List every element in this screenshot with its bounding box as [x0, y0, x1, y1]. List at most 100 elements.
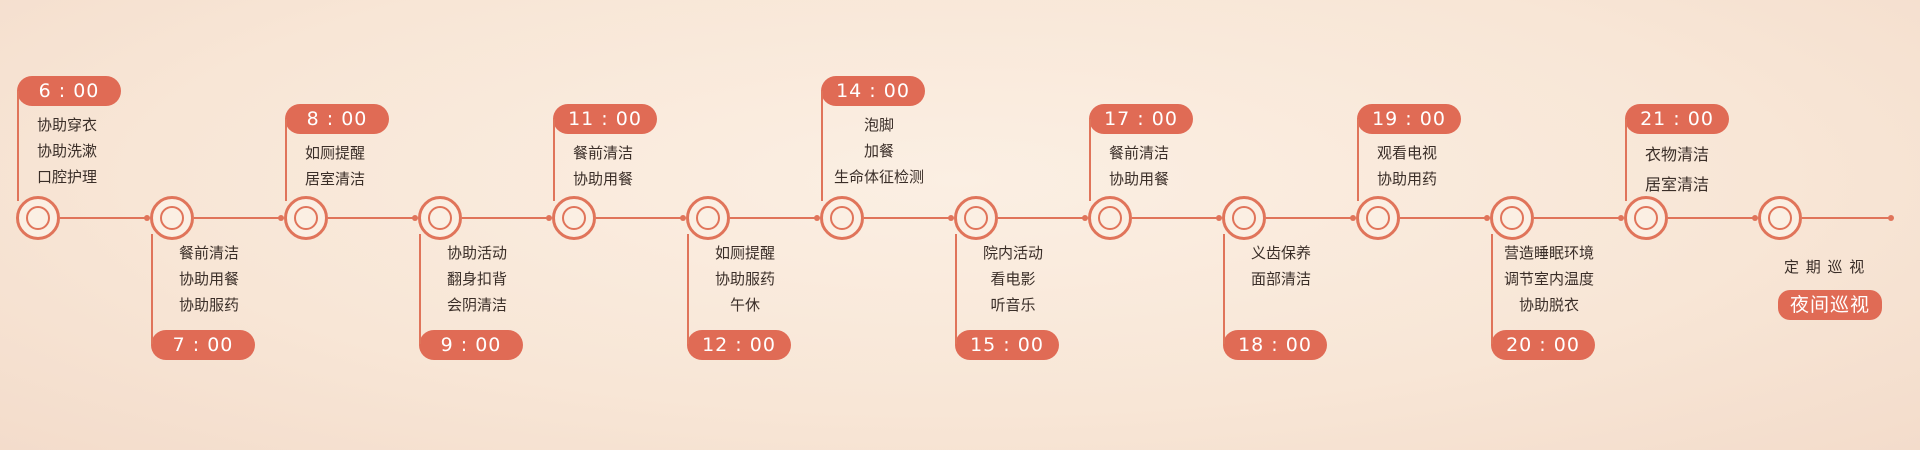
task-item: 餐前清洁 [1109, 144, 1170, 162]
timeline-connector [1491, 234, 1493, 344]
task-list: 如厕提醒协助服药午休 [693, 240, 797, 318]
task-list: 衣物清洁居室清洁 [1645, 140, 1709, 200]
timeline-connector [1400, 217, 1486, 219]
time-node [686, 196, 730, 240]
timeline-connector [864, 217, 950, 219]
task-item: 调节室内温度 [1503, 270, 1594, 288]
time-node [1490, 196, 1534, 240]
task-item: 协助服药 [178, 296, 239, 314]
connector-dot [1888, 215, 1894, 221]
task-item: 协助活动 [446, 244, 507, 262]
task-list: 营造睡眠环境调节室内温度协助脱衣 [1497, 240, 1601, 318]
connector-dot [680, 215, 686, 221]
time-badge: 9 : 00 [419, 330, 523, 360]
connector-dot [144, 215, 150, 221]
task-list: 餐前清洁协助用餐 [1109, 140, 1169, 192]
task-item: 餐前清洁 [573, 144, 634, 162]
timeline-connector [1534, 217, 1620, 219]
task-item: 餐前清洁 [178, 244, 239, 262]
task-list: 泡脚加餐生命体征检测 [827, 112, 931, 190]
time-node [1758, 196, 1802, 240]
timeline-connector [1357, 119, 1359, 201]
timeline-connector [1223, 234, 1225, 344]
timeline-connector [1132, 217, 1218, 219]
task-item: 营造睡眠环境 [1503, 244, 1594, 262]
task-item: 口腔护理 [37, 168, 98, 186]
timeline-connector [1625, 119, 1627, 201]
task-item: 院内活动 [982, 244, 1043, 262]
time-node [552, 196, 596, 240]
time-node [150, 196, 194, 240]
connector-dot [1216, 215, 1222, 221]
time-badge: 15 : 00 [955, 330, 1059, 360]
connector-dot [1350, 215, 1356, 221]
connector-dot [814, 215, 820, 221]
timeline-connector [1668, 217, 1754, 219]
task-item: 协助脱衣 [1518, 296, 1579, 314]
task-item: 居室清洁 [305, 170, 366, 188]
task-item: 协助洗漱 [37, 142, 98, 160]
task-item: 午休 [729, 296, 760, 314]
connector-dot [278, 215, 284, 221]
task-item: 听音乐 [990, 296, 1036, 314]
task-item: 协助用药 [1377, 170, 1438, 188]
timeline-connector [60, 217, 146, 219]
time-badge: 6 : 00 [17, 76, 121, 106]
task-item: 定 期 巡 视 [1784, 258, 1866, 276]
time-node [820, 196, 864, 240]
connector-dot [1484, 215, 1490, 221]
task-item: 观看电视 [1377, 144, 1438, 162]
time-badge: 19 : 00 [1357, 104, 1461, 134]
time-node [1356, 196, 1400, 240]
timeline-connector [687, 234, 689, 344]
timeline-connector [285, 119, 287, 201]
timeline-connector [419, 234, 421, 344]
task-list: 协助穿衣协助洗漱口腔护理 [37, 112, 97, 190]
task-list: 如厕提醒居室清洁 [305, 140, 365, 192]
task-list: 义齿保养面部清洁 [1229, 240, 1333, 292]
time-badge: 20 : 00 [1491, 330, 1595, 360]
task-item: 面部清洁 [1250, 270, 1311, 288]
timeline-connector [553, 119, 555, 201]
timeline-connector [955, 234, 957, 344]
time-node [284, 196, 328, 240]
task-item: 翻身扣背 [446, 270, 507, 288]
connector-dot [1082, 215, 1088, 221]
timeline-connector [1802, 217, 1890, 219]
timeline-connector [151, 234, 153, 344]
time-badge: 21 : 00 [1625, 104, 1729, 134]
task-item: 协助穿衣 [37, 116, 98, 134]
connector-dot [1752, 215, 1758, 221]
task-item: 义齿保养 [1250, 244, 1311, 262]
time-badge: 8 : 00 [285, 104, 389, 134]
timeline-connector [462, 217, 548, 219]
time-node [1624, 196, 1668, 240]
connector-dot [412, 215, 418, 221]
task-item: 衣物清洁 [1645, 145, 1710, 164]
task-item: 会阴清洁 [446, 296, 507, 314]
time-node [1088, 196, 1132, 240]
time-node [16, 196, 60, 240]
timeline-connector [821, 91, 823, 201]
time-badge: 11 : 00 [553, 104, 657, 134]
timeline-connector [730, 217, 816, 219]
timeline-connector [194, 217, 280, 219]
task-list: 观看电视协助用药 [1377, 140, 1437, 192]
timeline-connector [1089, 119, 1091, 201]
task-item: 协助用餐 [573, 170, 634, 188]
task-item: 协助用餐 [1109, 170, 1170, 188]
timeline-connector [1266, 217, 1352, 219]
time-badge: 18 : 00 [1223, 330, 1327, 360]
task-item: 泡脚 [863, 116, 894, 134]
task-item: 协助用餐 [178, 270, 239, 288]
timeline-connector [596, 217, 682, 219]
task-item: 看电影 [990, 270, 1036, 288]
timeline-connector [17, 91, 19, 201]
timeline-connector [998, 217, 1084, 219]
time-node [418, 196, 462, 240]
task-item: 加餐 [863, 142, 894, 160]
time-node [1222, 196, 1266, 240]
timeline-connector [328, 217, 414, 219]
task-list: 餐前清洁协助用餐协助服药 [157, 240, 261, 318]
